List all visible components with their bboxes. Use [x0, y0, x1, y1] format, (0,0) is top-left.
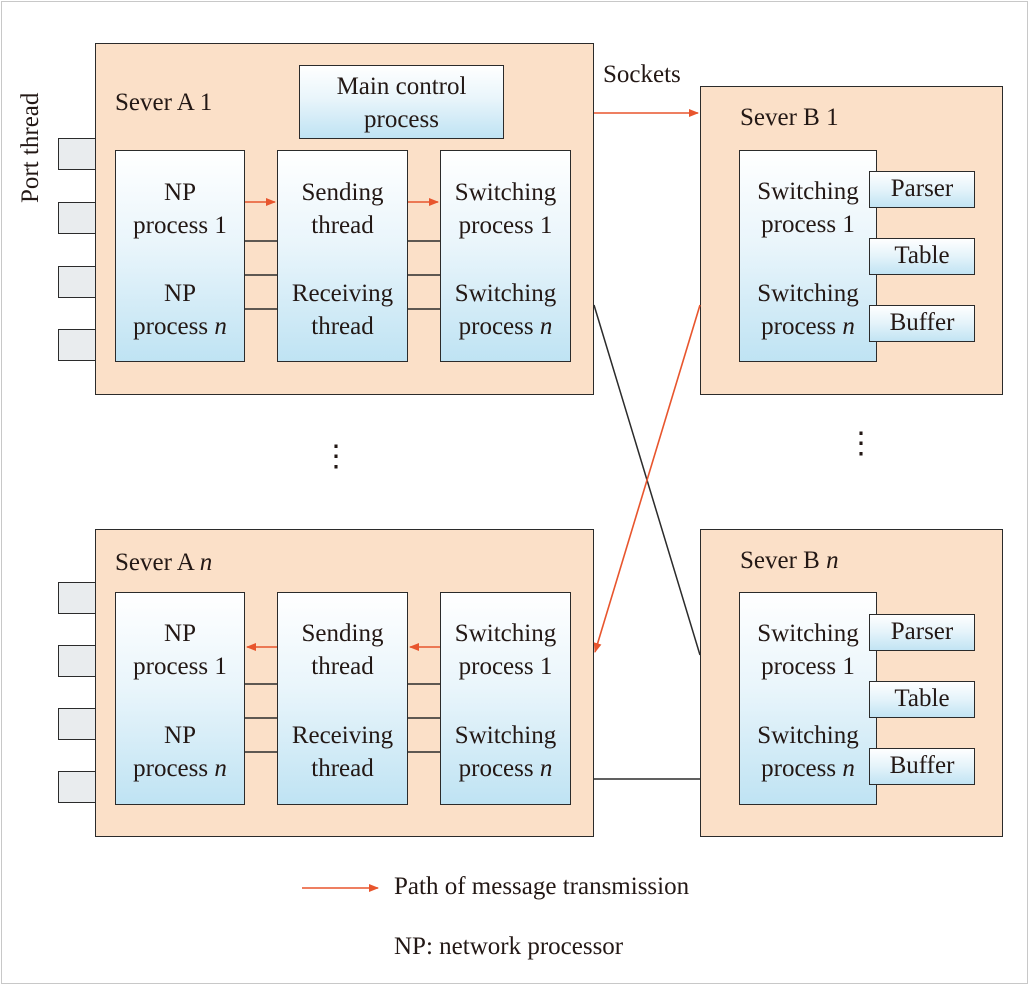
an-np-box: NP process 1 NP process n — [115, 592, 245, 805]
a1-np-box: NP process 1 NP process n — [115, 150, 245, 362]
an-np-process-n: NP process n — [133, 722, 227, 782]
a1-port — [58, 138, 96, 170]
an-switching-box: Switching process 1 Switching process n — [440, 592, 571, 805]
b1-switching-process-n: Switching process n — [757, 280, 859, 340]
an-thread-box: Sending thread Receiving thread — [277, 592, 408, 805]
server-a1-title: Sever A 1 — [115, 89, 213, 116]
bn-table: Table — [869, 681, 975, 718]
a1-port — [58, 202, 96, 234]
an-receiving-thread: Receiving thread — [291, 722, 394, 782]
a1-receiving-thread: Receiving thread — [291, 280, 394, 340]
b1-buffer: Buffer — [869, 305, 975, 342]
a1-np-process-1: NP process 1 — [133, 179, 227, 239]
an-port — [58, 708, 96, 740]
bn-parser: Parser — [869, 614, 975, 651]
b1-switching-process-1: Switching process 1 — [757, 178, 859, 238]
an-switching-process-1: Switching process 1 — [454, 620, 557, 680]
bn-buffer: Buffer — [869, 748, 975, 785]
b1-to-an-arrow — [593, 304, 701, 653]
a1-switching-process-n: Switching process n — [454, 280, 557, 340]
a-servers-ellipsis: ⋮ — [321, 440, 351, 473]
b-servers-ellipsis: ⋮ — [846, 427, 876, 460]
a1-port — [58, 266, 96, 298]
b1-switching-box: Switching process 1 Switching process n — [739, 150, 877, 362]
port-thread-label: Port thread — [17, 92, 44, 203]
server-an-title: Sever A n — [115, 549, 213, 576]
bn-switching-process-1: Switching process 1 — [757, 620, 859, 680]
b1-parser: Parser — [869, 171, 975, 208]
bn-switching-box: Switching process 1 Switching process n — [739, 592, 877, 805]
sockets-label: Sockets — [603, 61, 681, 88]
a1-switching-process-1: Switching process 1 — [454, 179, 557, 239]
an-switching-process-n: Switching process n — [454, 722, 557, 782]
an-np-process-1: NP process 1 — [133, 620, 227, 680]
server-bn-title: Sever B n — [740, 547, 839, 574]
b1-table: Table — [869, 238, 975, 275]
a1-switching-box: Switching process 1 Switching process n — [440, 150, 571, 362]
an-port — [58, 645, 96, 677]
legend-path-label: Path of message transmission — [394, 873, 690, 900]
an-sending-thread: Sending thread — [301, 620, 384, 680]
an-port — [58, 582, 96, 614]
a1-np-process-n: NP process n — [133, 280, 227, 340]
a1-thread-box: Sending thread Receiving thread — [277, 150, 408, 362]
main-control-process: Main control process — [299, 65, 504, 139]
a1-sending-thread: Sending thread — [301, 179, 384, 239]
bn-switching-process-n: Switching process n — [757, 722, 859, 782]
an-port — [58, 771, 96, 803]
server-b1-title: Sever B 1 — [740, 104, 839, 131]
a1-port — [58, 329, 96, 361]
main-control-process-label: Main control process — [336, 73, 467, 133]
legend-np-note: NP: network processor — [394, 933, 624, 960]
